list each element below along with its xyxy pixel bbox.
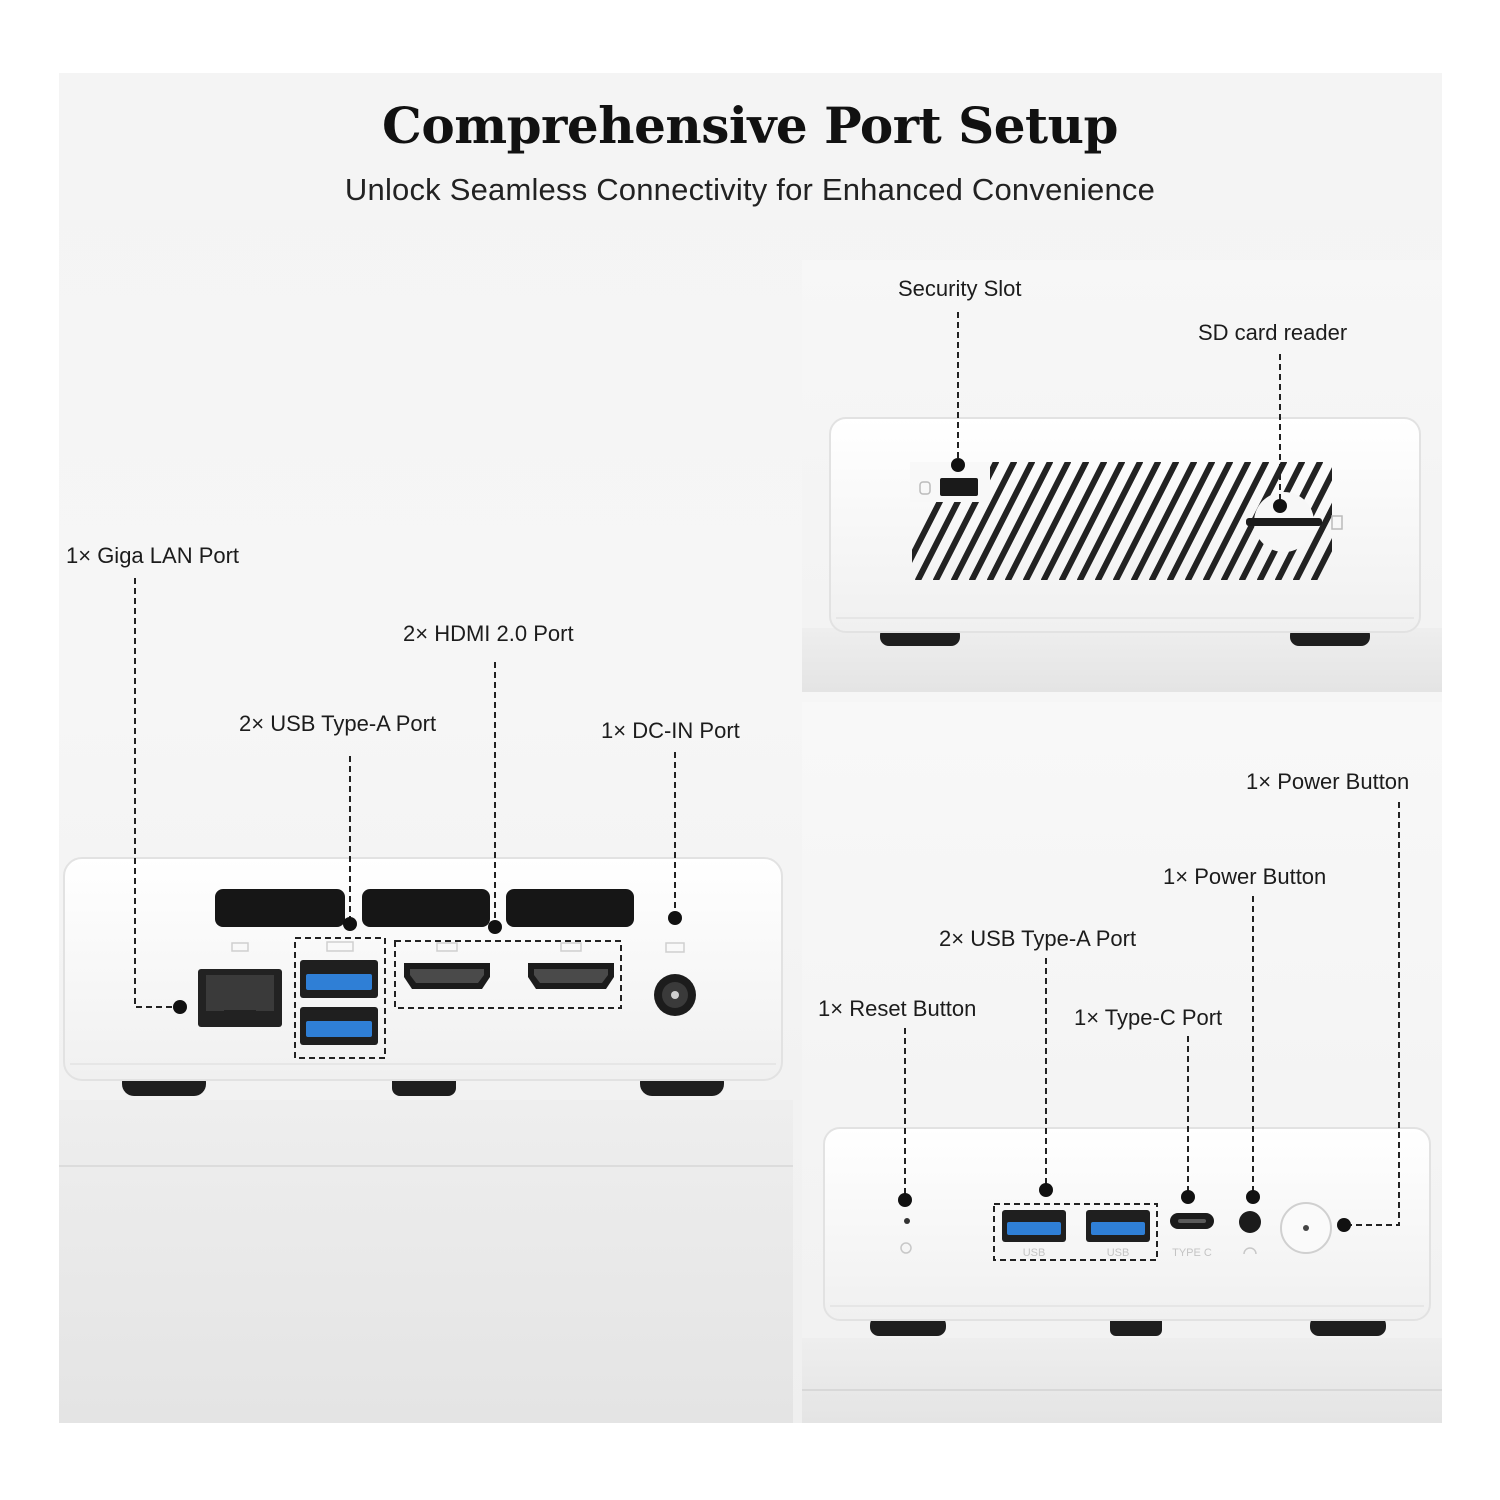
front-usb-right-text: USB bbox=[1107, 1247, 1130, 1259]
label-front-usb-port: 2× USB Type-A Port bbox=[939, 926, 1137, 951]
label-reset-button: 1× Reset Button bbox=[818, 996, 977, 1021]
headphone-icon bbox=[1243, 1247, 1257, 1255]
label-security-slot: Security Slot bbox=[898, 276, 1022, 301]
sd-card-icon bbox=[1331, 515, 1343, 530]
rear-vent-3 bbox=[506, 889, 634, 927]
reset-icon bbox=[900, 1242, 912, 1254]
lan-icon bbox=[231, 942, 249, 952]
label-rear-usb-port: 2× USB Type-A Port bbox=[239, 711, 437, 736]
side-device bbox=[802, 312, 1442, 692]
page-title: Comprehensive Port Setup bbox=[382, 96, 1118, 155]
audio-jack bbox=[1239, 1211, 1261, 1233]
rear-vent-2 bbox=[362, 889, 490, 927]
label-power-button-mid: 1× Power Button bbox=[1163, 864, 1327, 889]
front-usb-left-text: USB bbox=[1023, 1247, 1046, 1259]
rear-vent-1 bbox=[215, 889, 345, 927]
rear-shelf bbox=[59, 1100, 793, 1423]
label-sd-card-reader: SD card reader bbox=[1198, 320, 1348, 345]
reset-pinhole bbox=[904, 1218, 910, 1224]
page-subtitle: Unlock Seamless Connectivity for Enhance… bbox=[344, 172, 1156, 207]
front-device: USB USB TYPE C bbox=[802, 802, 1442, 1423]
label-type-c-port: 1× Type-C Port bbox=[1074, 1005, 1223, 1030]
label-power-button-top: 1× Power Button bbox=[1246, 769, 1410, 794]
front-shelf bbox=[802, 1338, 1442, 1423]
label-hdmi-port: 2× HDMI 2.0 Port bbox=[403, 621, 574, 646]
security-slot bbox=[940, 478, 978, 496]
lock-icon bbox=[919, 481, 931, 495]
rear-device bbox=[59, 578, 793, 1423]
type-c-text: TYPE C bbox=[1172, 1247, 1212, 1259]
label-dc-in-port: 1× DC-IN Port bbox=[601, 718, 740, 743]
label-giga-lan-port: 1× Giga LAN Port bbox=[66, 543, 240, 568]
sd-card-slot bbox=[1246, 518, 1322, 526]
